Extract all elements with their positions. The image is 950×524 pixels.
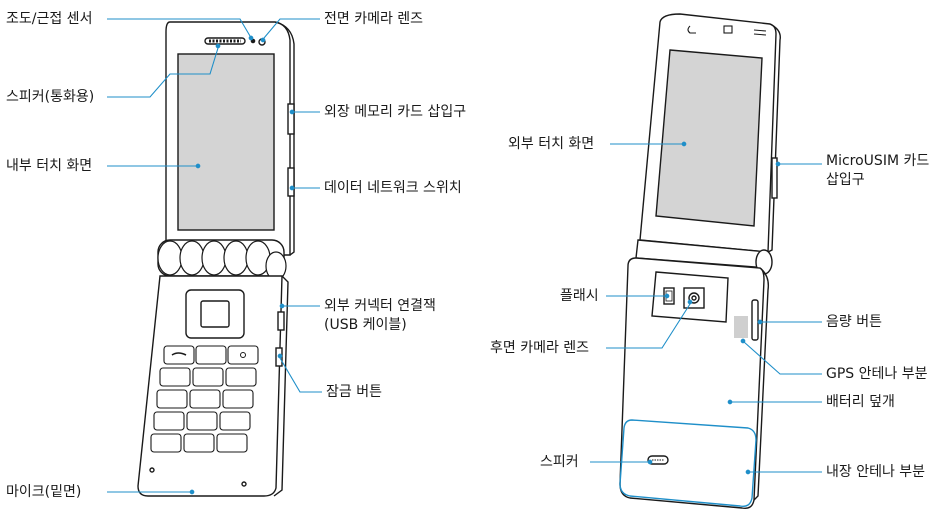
home-icon xyxy=(723,25,733,34)
ambient-sensor-icon xyxy=(250,38,256,44)
label-mic: 마이크(밑면) xyxy=(6,484,82,500)
label-outer-touch-screen: 외부 터치 화면 xyxy=(508,136,595,152)
front-upper-side xyxy=(274,21,295,256)
end-key-icon xyxy=(240,352,246,358)
leader-lines xyxy=(107,18,822,495)
menu-icon xyxy=(753,29,767,36)
back-lower-body xyxy=(619,257,765,510)
label-ambient-sensor: 조도/근접 센서 xyxy=(6,11,93,27)
label-data-network-switch: 데이터 네트워크 스위치 xyxy=(324,180,462,196)
label-volume-button: 음량 버튼 xyxy=(826,314,882,330)
back-lower-side xyxy=(753,267,770,501)
outer-screen xyxy=(655,49,763,227)
usim-slot-icon xyxy=(771,157,778,199)
top-icons xyxy=(687,25,767,36)
back-view xyxy=(619,13,781,510)
label-speaker-call: 스피커(통화용) xyxy=(6,89,95,105)
call-key-icon xyxy=(171,352,187,356)
volume-button-icon xyxy=(751,299,759,341)
label-usim-slot-line2: 삽입구 xyxy=(826,172,865,188)
back-upper-side xyxy=(767,23,781,253)
label-inner-touch-screen: 내부 터치 화면 xyxy=(6,158,93,174)
label-flash: 플래시 xyxy=(560,288,599,304)
label-memory-card-slot: 외장 메모리 카드 삽입구 xyxy=(324,104,467,120)
front-lower-side xyxy=(273,275,289,497)
label-lock-button: 잠금 버튼 xyxy=(326,384,382,400)
label-speaker: 스피커 xyxy=(540,454,579,470)
keypad xyxy=(150,345,259,453)
data-switch-icon xyxy=(287,167,295,197)
label-battery-cover: 배터리 덮개 xyxy=(826,394,895,410)
label-internal-antenna: 내장 안테나 부분 xyxy=(826,464,926,480)
label-ext-connector-line1: 외부 커넥터 연결잭 xyxy=(324,298,436,314)
ext-connector-icon xyxy=(277,311,285,331)
front-view xyxy=(137,21,295,497)
memory-card-slot-icon xyxy=(287,103,295,135)
hinge-rings xyxy=(157,240,287,281)
label-front-camera: 전면 카메라 렌즈 xyxy=(324,11,424,27)
back-arrow-icon xyxy=(687,25,696,34)
label-rear-camera: 후면 카메라 렌즈 xyxy=(490,340,590,356)
label-usim-slot-line1: MicroUSIM 카드 xyxy=(826,153,930,169)
label-ext-connector-line2: (USB 케이블) xyxy=(324,317,407,333)
nav-center-button xyxy=(200,300,230,328)
inner-screen xyxy=(177,53,275,231)
internal-antenna-area xyxy=(619,419,757,508)
gps-antenna-area xyxy=(734,316,748,338)
label-gps-antenna: GPS 안테나 부분 xyxy=(826,366,928,382)
